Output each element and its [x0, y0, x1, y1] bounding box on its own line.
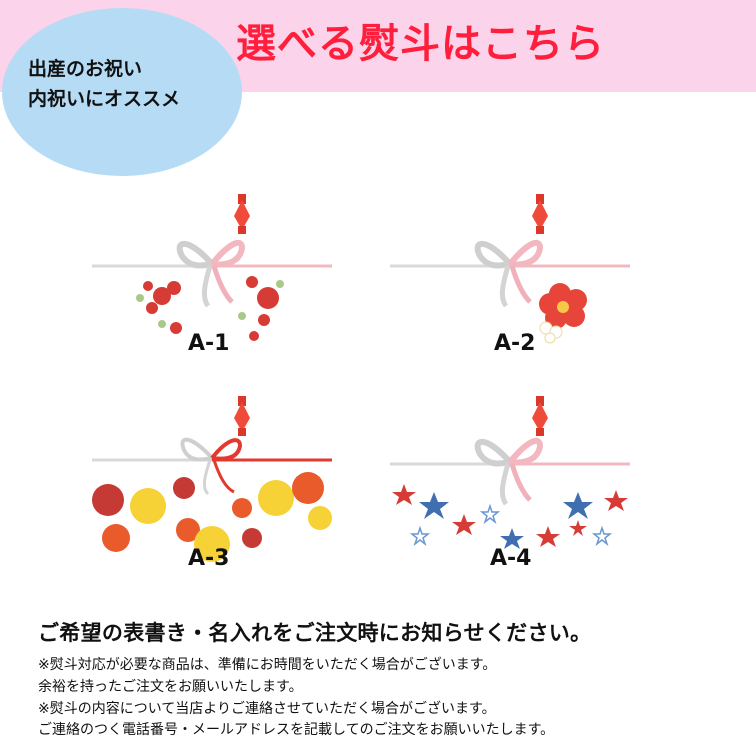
- noshi-option-a2[interactable]: A-2: [390, 186, 630, 361]
- noshi-ornament-icon: [234, 396, 250, 436]
- noshi-label-a4: A-4: [490, 546, 532, 571]
- plum-flower-icon: [390, 194, 630, 344]
- note-line-1: ※熨斗対応が必要な商品は、準備にお時間をいただく場合がございます。: [38, 657, 497, 673]
- noshi-option-a1[interactable]: A-1: [92, 186, 332, 361]
- noshi-label-a2: A-2: [494, 331, 536, 356]
- noshi-option-a4[interactable]: A-4: [390, 388, 630, 571]
- noshi-label-a3: A-3: [188, 546, 230, 571]
- plum-blossom-wreath-icon: [92, 194, 332, 341]
- noshi-label-a1: A-1: [188, 331, 230, 356]
- note-line-2: 余裕を持ったご注文をお願いいたします。: [38, 679, 303, 695]
- order-instruction-heading: ご希望の表書き・名入れをご注文時にお知らせください。: [38, 621, 592, 645]
- recommendation-badge: 出産のお祝い 内祝いにオススメ: [2, 8, 242, 176]
- note-line-4: ご連絡のつく電話番号・メールアドレスを記載してのご注文をお願いいたします。: [38, 722, 555, 738]
- page-title: 選べる熨斗はこちら: [236, 21, 605, 67]
- noshi-ornament-icon: [234, 194, 250, 234]
- polka-dot-circles-icon: [92, 396, 332, 562]
- noshi-option-a3[interactable]: A-3: [92, 388, 332, 571]
- noshi-ornament-icon: [532, 396, 548, 436]
- badge-line-2: 内祝いにオススメ: [28, 88, 181, 110]
- note-line-3: ※熨斗の内容について当店よりご連絡させていただく場合がございます。: [38, 701, 496, 717]
- badge-line-1: 出産のお祝い: [28, 58, 143, 80]
- star-border-icon: [390, 396, 630, 549]
- noshi-ornament-icon: [532, 194, 548, 234]
